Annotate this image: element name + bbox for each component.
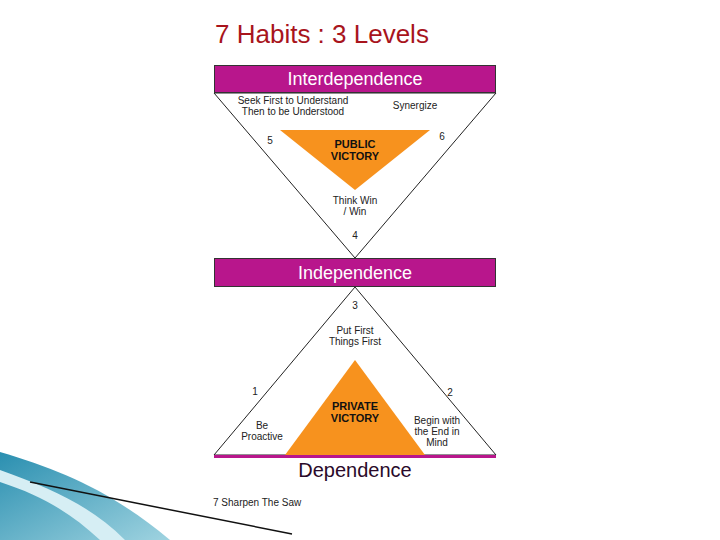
habit-name: 7 Sharpen The Saw	[213, 497, 343, 508]
node-text: Dependence	[298, 459, 411, 481]
habit-number: 6	[437, 131, 447, 142]
triangle-fill	[280, 130, 430, 190]
level-band: Dependence	[214, 455, 496, 482]
diagram-title: 7 Habits : 3 Levels	[215, 18, 429, 50]
node-text: PUBLIC VICTORY	[320, 138, 390, 162]
node-text: PRIVATE VICTORY	[320, 400, 390, 424]
habit-number: 5	[265, 135, 275, 146]
node-text: Interdependence	[287, 68, 422, 90]
habit-name: Synergize	[385, 100, 445, 111]
habit-name: Think Win / Win	[332, 195, 378, 217]
upper-triangle	[214, 93, 496, 258]
habit-number: 1	[250, 386, 260, 397]
habit-number: 3	[350, 300, 360, 311]
lower-triangle	[214, 287, 496, 455]
level-band: Interdependence	[214, 65, 496, 93]
swoosh-line	[30, 482, 292, 534]
habit-number: 4	[350, 230, 360, 241]
habit-name: Be Proactive	[238, 420, 286, 442]
node-text: Independence	[298, 262, 412, 284]
victory-triangle: PRIVATE VICTORY	[285, 360, 425, 455]
corner-swoosh-light	[0, 470, 125, 540]
triangle-fill	[285, 360, 425, 455]
habit-name: Put First Things First	[325, 325, 385, 347]
victory-triangle: PUBLIC VICTORY	[280, 130, 430, 190]
corner-swoosh	[0, 452, 170, 540]
habit-name: Seek First to Understand Then to be Unde…	[232, 95, 354, 117]
habit-number: 2	[445, 387, 455, 398]
level-band: Independence	[214, 258, 496, 287]
habit-name: Begin with the End in Mind	[409, 415, 465, 448]
